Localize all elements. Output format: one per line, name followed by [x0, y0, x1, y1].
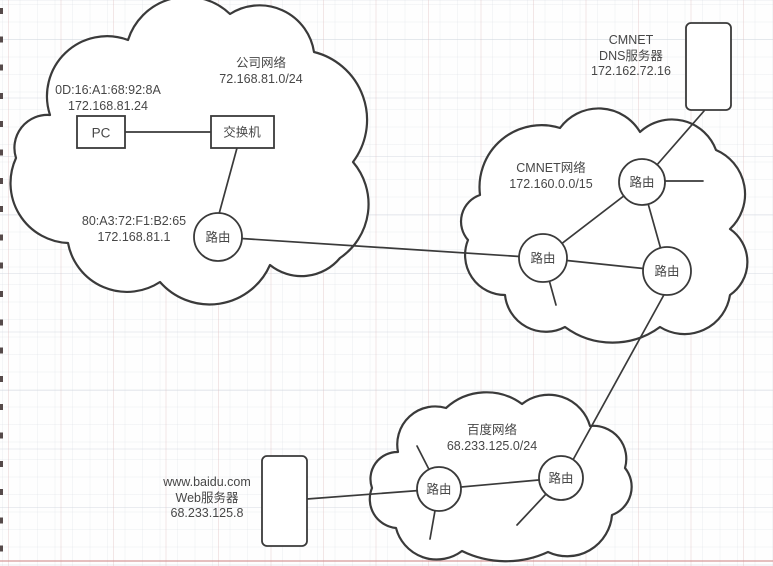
cmnet-network-name: CMNET网络: [516, 161, 586, 175]
baidu-router-right-circle: [538, 455, 584, 501]
dns-server-label: CMNET DNS服务器 172.162.72.16: [591, 33, 671, 80]
cmnet-router-left-circle: [518, 233, 568, 283]
web-server-box: [261, 455, 308, 547]
wire-switch-company-router: [218, 147, 238, 215]
paper-edge-ticks: [0, 8, 3, 566]
cmnet-router-left-label: 路由: [530, 251, 556, 266]
baidu-router-right-label: 路由: [548, 471, 574, 486]
baidu-router-left-circle: [416, 466, 462, 512]
company-router-mac: 80:A3:72:F1:B2:65: [81, 214, 187, 228]
dns-server-box: [685, 22, 732, 111]
cmnet-router-top-label: 路由: [629, 175, 655, 190]
cmnet-router-right-circle: [642, 246, 692, 296]
baidu-network-cloud: [368, 391, 633, 563]
company-network-cidr: 72.168.81.0/24: [219, 71, 303, 86]
company-network-name: 公司网络: [235, 56, 287, 70]
pc-address-label: 0D:16:A1:68:92:8A 172.168.81.24: [55, 83, 161, 114]
cmnet-router-right-label: 路由: [654, 264, 680, 279]
company-router-ip: 172.168.81.1: [97, 229, 171, 244]
pc-box-label: PC: [91, 125, 111, 141]
wire-cmnet-right-baidu-right: [562, 281, 672, 479]
switch-box-label: 交换机: [223, 125, 261, 140]
cmnet-network-cidr: 172.160.0.0/15: [509, 176, 593, 191]
company-network-cloud: [9, 0, 370, 306]
company-router-address-label: 80:A3:72:F1:B2:65 172.168.81.1: [82, 214, 186, 245]
web-server-domain: www.baidu.com: [163, 475, 251, 489]
baidu-network-name: 百度网络: [466, 423, 517, 437]
baidu-router-left-label: 路由: [426, 482, 452, 497]
company-router-label: 路由: [205, 230, 231, 245]
dns-server-name: CMNET: [608, 33, 654, 47]
cmnet-network-cloud: [459, 107, 749, 344]
wire-company-router-cmnet-left: [217, 236, 544, 259]
company-network-label: 公司网络 72.168.81.0/24: [219, 56, 302, 87]
web-server-label: www.baidu.com Web服务器 68.233.125.8: [163, 475, 251, 522]
switch-box: [210, 115, 275, 149]
dns-server-role: DNS服务器: [599, 48, 663, 63]
pc-box: [76, 115, 126, 149]
baidu-network-label: 百度网络 68.233.125.0/24: [447, 423, 537, 454]
cmnet-router-top-circle: [618, 158, 666, 206]
paper-bottom-rule: [0, 560, 773, 562]
web-server-ip: 68.233.125.8: [170, 506, 244, 520]
web-server-role: Web服务器: [175, 490, 239, 505]
pc-mac: 0D:16:A1:68:92:8A: [55, 83, 161, 97]
company-router-circle: [193, 212, 243, 262]
cmnet-network-label: CMNET网络 172.160.0.0/15: [509, 161, 592, 192]
dns-server-ip: 172.162.72.16: [591, 64, 671, 78]
pc-ip: 172.168.81.24: [68, 98, 148, 113]
baidu-network-cidr: 68.233.125.0/24: [446, 438, 538, 453]
